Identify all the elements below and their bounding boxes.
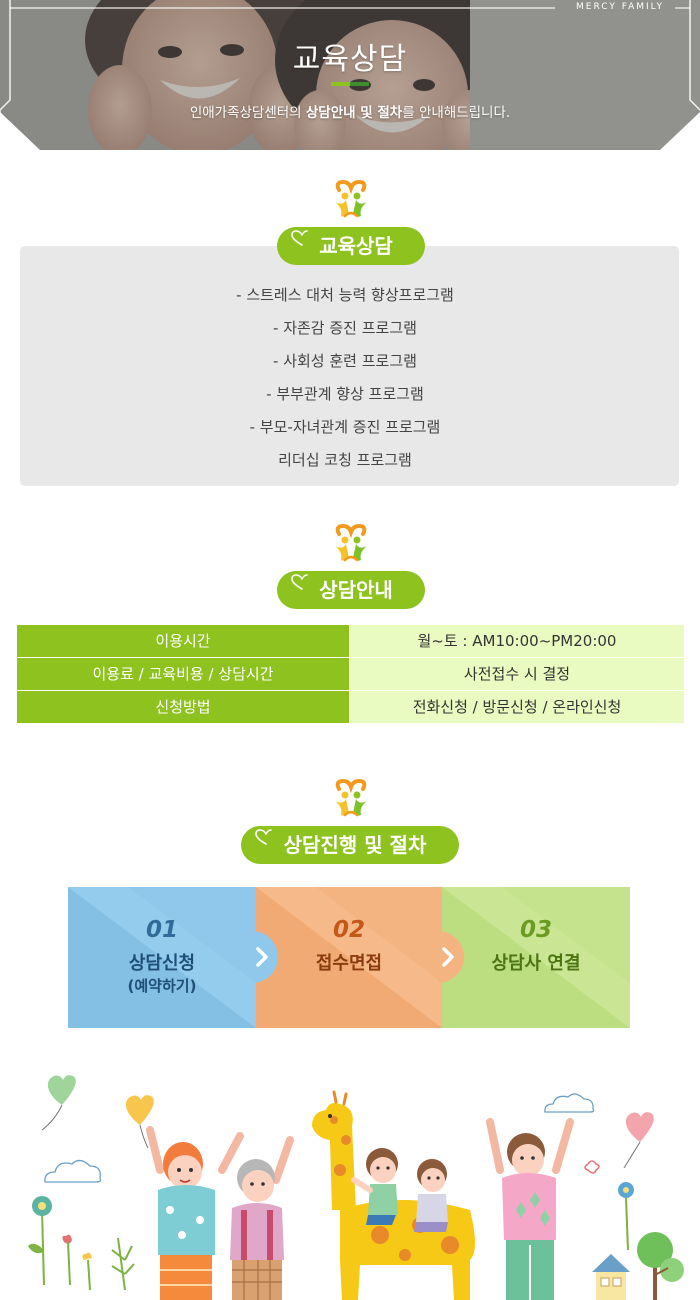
grandmother bbox=[230, 1136, 294, 1300]
mercy-family-logo-icon bbox=[331, 180, 371, 222]
process-steps: 01 상담신청 (예약하기) 02 접수면접 03 상담사 연결 bbox=[68, 887, 630, 1028]
education-program-list: - 스트레스 대처 능력 향상프로그램 - 자존감 증진 프로그램 - 사회성 … bbox=[0, 279, 690, 477]
family-illustration bbox=[28, 1075, 684, 1300]
cloud-icon bbox=[44, 1159, 102, 1183]
tree-icon bbox=[637, 1232, 684, 1300]
subtitle-highlight: 상담안내 및 절차 bbox=[305, 105, 403, 121]
step-name: 상담사 연결 bbox=[491, 953, 581, 974]
list-item: - 스트레스 대처 능력 향상프로그램 bbox=[236, 286, 454, 304]
mercy-family-logo-icon bbox=[331, 779, 371, 821]
step-number: 01 bbox=[145, 917, 178, 943]
hero-banner: MERCY FAMILY 교육상담 인애가족상담센터의 상담안내 및 절차를 안… bbox=[0, 0, 700, 150]
info-value: 전화신청 / 방문신청 / 온라인신청 bbox=[350, 691, 684, 723]
step-shading bbox=[442, 887, 630, 1028]
cloud-icon bbox=[544, 1093, 595, 1113]
step-number: 02 bbox=[332, 917, 365, 943]
hero-frame-border bbox=[0, 0, 700, 150]
table-row: 이용료 / 교육비용 / 상담시간 사전접수 시 결정 bbox=[17, 658, 684, 690]
info-value: 월~토 : AM10:00~PM20:00 bbox=[350, 625, 684, 657]
mercy-family-logo-icon bbox=[331, 524, 371, 566]
section-title-education: 교육상담 bbox=[277, 227, 425, 265]
man-pink-shirt bbox=[486, 1118, 574, 1300]
hero-overlay bbox=[0, 0, 700, 150]
chevron-right-icon bbox=[252, 931, 278, 983]
balloon-heart-pink bbox=[623, 1112, 654, 1169]
page-title: 교육상담 bbox=[292, 42, 408, 77]
info-key: 이용료 / 교육비용 / 상담시간 bbox=[17, 658, 349, 690]
balloon-heart-yellow bbox=[125, 1095, 154, 1149]
step-name: 상담신청 bbox=[128, 953, 196, 974]
section-title-process: 상담진행 및 절차 bbox=[241, 826, 459, 864]
step-shading bbox=[68, 887, 256, 1028]
guide-info-table: 이용시간 월~토 : AM10:00~PM20:00 이용료 / 교육비용 / … bbox=[17, 625, 684, 724]
info-key: 신청방법 bbox=[17, 691, 349, 723]
hero-photo-girls bbox=[0, 0, 700, 150]
table-row: 신청방법 전화신청 / 방문신청 / 온라인신청 bbox=[17, 691, 684, 723]
list-item: - 사회성 훈련 프로그램 bbox=[273, 352, 417, 370]
table-row: 이용시간 월~토 : AM10:00~PM20:00 bbox=[17, 625, 684, 657]
process-step-3: 03 상담사 연결 bbox=[442, 887, 630, 1028]
title-underline bbox=[331, 82, 369, 86]
education-program-box bbox=[20, 246, 679, 486]
step-shading bbox=[256, 887, 442, 1028]
process-step-1: 01 상담신청 (예약하기) bbox=[68, 887, 256, 1028]
woman-orange-hair bbox=[146, 1126, 244, 1300]
step-subtext: (예약하기) bbox=[127, 977, 197, 995]
list-item: - 자존감 증진 프로그램 bbox=[273, 319, 417, 337]
step-name: 접수면접 bbox=[315, 953, 383, 974]
balloon-heart-green bbox=[41, 1075, 76, 1131]
list-item: - 부부관계 향상 프로그램 bbox=[266, 385, 424, 403]
info-value: 사전접수 시 결정 bbox=[350, 658, 684, 690]
section-title-guide: 상담안내 bbox=[277, 571, 425, 609]
info-key: 이용시간 bbox=[17, 625, 349, 657]
kids-on-giraffe bbox=[351, 1148, 448, 1232]
step-number: 03 bbox=[519, 917, 552, 943]
flower-right bbox=[584, 1160, 634, 1251]
process-step-2: 02 접수면접 bbox=[256, 887, 442, 1028]
chevron-right-icon bbox=[438, 931, 464, 983]
list-item: - 부모-자녀관계 증진 프로그램 bbox=[249, 418, 441, 436]
list-item: 리더십 코칭 프로그램 bbox=[278, 451, 412, 469]
page-subtitle: 인애가족상담센터의 상담안내 및 절차를 안내해드립니다. bbox=[189, 105, 511, 121]
flower-left bbox=[28, 1196, 135, 1291]
brand-text: MERCY FAMILY bbox=[576, 2, 664, 12]
house-icon bbox=[592, 1254, 630, 1300]
